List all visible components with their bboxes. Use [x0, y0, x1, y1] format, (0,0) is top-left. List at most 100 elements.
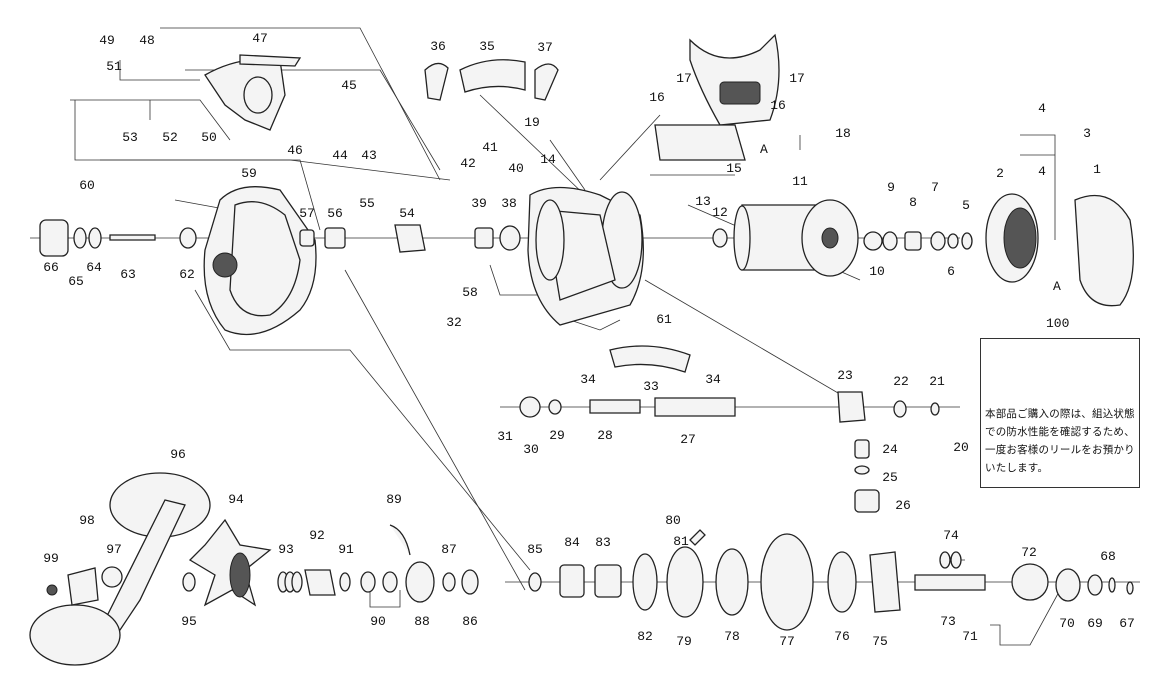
- level-wind-parts: [519, 345, 940, 513]
- part-label: 69: [1087, 616, 1103, 631]
- part-label: 50: [201, 130, 217, 145]
- part-label: 77: [779, 634, 795, 649]
- part-label: 38: [501, 196, 517, 211]
- part-label: 97: [106, 542, 122, 557]
- part-label: 34: [705, 372, 721, 387]
- part-label: 92: [309, 528, 325, 543]
- part-label: 19: [524, 115, 540, 130]
- part-label: 30: [523, 442, 539, 457]
- part-label: 62: [179, 267, 195, 282]
- part-label: 59: [241, 166, 257, 181]
- part-label: 41: [482, 140, 498, 155]
- part-label: 64: [86, 260, 102, 275]
- note-text: 本部品ご購入の際は、組込状態での防水性能を確認するため、一度お客様のリールをお預…: [985, 408, 1135, 474]
- part-label: 80: [665, 513, 681, 528]
- part-label: 78: [724, 629, 740, 644]
- part-label: 60: [79, 178, 95, 193]
- callout-A-side: A: [1053, 279, 1061, 294]
- knob-parts: [39, 219, 521, 257]
- part-label: 47: [252, 31, 268, 46]
- part-label: 71: [962, 629, 978, 644]
- part-label: 44: [332, 148, 348, 163]
- part-label: 39: [471, 196, 487, 211]
- part-label: 98: [79, 513, 95, 528]
- part-label: 25: [882, 470, 898, 485]
- part-label: 23: [837, 368, 853, 383]
- small-bearings-washers: [863, 231, 973, 251]
- part-label: 57: [299, 206, 315, 221]
- part-label: 9: [887, 180, 895, 195]
- part-label: 52: [162, 130, 178, 145]
- part-label: 84: [564, 535, 580, 550]
- part-label: 53: [122, 130, 138, 145]
- part-label: 76: [834, 629, 850, 644]
- frame-14: [527, 186, 644, 326]
- side-cover-assembly: [203, 186, 317, 336]
- part-label: 61: [656, 312, 672, 327]
- part-label: 17: [676, 71, 692, 86]
- thumb-bar-parts: [424, 59, 559, 101]
- part-label: 58: [462, 285, 478, 300]
- note-part-number: 100: [1046, 316, 1070, 331]
- part-label: 68: [1100, 549, 1116, 564]
- part-label: 93: [278, 542, 294, 557]
- part-label: 51: [106, 59, 122, 74]
- part-label: 95: [181, 614, 197, 629]
- part-label: 10: [869, 264, 885, 279]
- part-label: 49: [99, 33, 115, 48]
- part-label: 8: [909, 195, 917, 210]
- part-label: 66: [43, 260, 59, 275]
- part-label: 31: [497, 429, 513, 444]
- part-label: 67: [1119, 616, 1135, 631]
- part-label: 16: [649, 90, 665, 105]
- part-label: 4: [1038, 164, 1046, 179]
- part-label: 4: [1038, 101, 1046, 116]
- part-label: 7: [931, 180, 939, 195]
- part-label: 63: [120, 267, 136, 282]
- part-label: 74: [943, 528, 959, 543]
- part-label: 42: [460, 156, 476, 171]
- part-label: 29: [549, 428, 565, 443]
- handle-96: [29, 472, 211, 666]
- part-label: 55: [359, 196, 375, 211]
- part-label: 48: [139, 33, 155, 48]
- part-label: 20: [953, 440, 969, 455]
- spool-11: [712, 199, 859, 277]
- part-label: 32: [446, 315, 462, 330]
- part-label: 46: [287, 143, 303, 158]
- part-label: 99: [43, 551, 59, 566]
- part-label: 35: [479, 39, 495, 54]
- part-label: 16: [770, 98, 786, 113]
- drag-star-94: [188, 518, 272, 607]
- part-label: 37: [537, 40, 553, 55]
- part-label: 34: [580, 372, 596, 387]
- part-label: 28: [597, 428, 613, 443]
- part-label: 13: [695, 194, 711, 209]
- side-plate-47: [204, 54, 302, 131]
- part-label: 18: [835, 126, 851, 141]
- part-label: 73: [940, 614, 956, 629]
- callout-A-top: A: [760, 142, 768, 157]
- part-label: 79: [676, 634, 692, 649]
- part-label: 72: [1021, 545, 1037, 560]
- part-label: 96: [170, 447, 186, 462]
- part-label: 88: [414, 614, 430, 629]
- part-label: 5: [962, 198, 970, 213]
- part-label: 85: [527, 542, 543, 557]
- part-label: 75: [872, 634, 888, 649]
- note-box: 本部品ご購入の際は、組込状態での防水性能を確認するため、一度お客様のリールをお預…: [980, 338, 1140, 488]
- part-label: 91: [338, 542, 354, 557]
- part-label: 54: [399, 206, 415, 221]
- part-label: 65: [68, 274, 84, 289]
- part-label: 2: [996, 166, 1004, 181]
- part-label: 45: [341, 78, 357, 93]
- part-label: 27: [680, 432, 696, 447]
- part-label: 33: [643, 379, 659, 394]
- drive-gear-parts: [46, 524, 1134, 631]
- part-label: 3: [1083, 126, 1091, 141]
- top-cover-16: [654, 33, 780, 161]
- note-part-drawing: [981, 339, 1141, 401]
- part-label: 86: [462, 614, 478, 629]
